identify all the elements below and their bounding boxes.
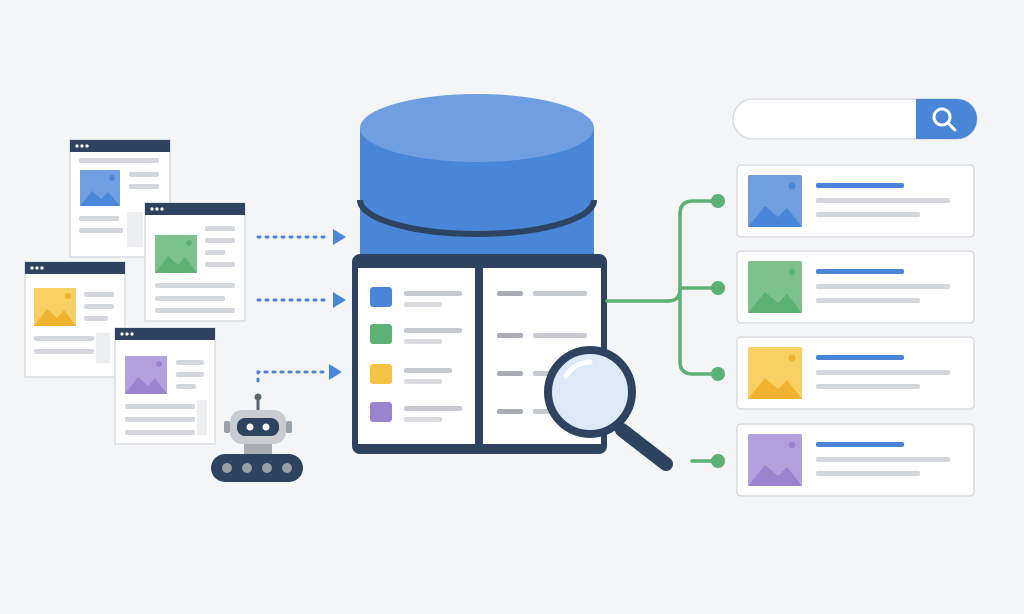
index-right-page-lines (497, 291, 587, 414)
robot-crawler-icon (211, 393, 303, 482)
open-book-index-icon (352, 254, 607, 454)
result-card-purple[interactable] (736, 423, 975, 497)
result-card-green[interactable] (736, 250, 975, 324)
webpage-card-yellow (24, 261, 126, 378)
result-card-blue[interactable] (736, 164, 975, 238)
image-thumbnail-icon (125, 356, 167, 394)
search-bar[interactable] (732, 98, 978, 140)
webpage-card-green (144, 202, 246, 322)
crawl-arrow-2 (256, 292, 346, 308)
image-thumbnail-icon (748, 261, 802, 313)
webpage-card-blue (69, 139, 171, 258)
webpage-card-purple (114, 327, 216, 445)
index-entry-green (370, 324, 462, 344)
image-thumbnail-icon (748, 175, 802, 227)
image-thumbnail-icon (748, 434, 802, 486)
image-thumbnail-icon (748, 347, 802, 399)
image-thumbnail-icon (155, 235, 197, 273)
image-thumbnail-icon (80, 170, 120, 206)
image-thumbnail-icon (34, 288, 76, 326)
crawl-arrow-3 (256, 364, 342, 383)
result-card-yellow[interactable] (736, 336, 975, 410)
index-entry-purple (370, 402, 462, 422)
crawl-arrow-1 (256, 229, 346, 245)
search-icon (932, 107, 957, 132)
index-entry-blue (370, 287, 462, 307)
magnifying-glass-icon (544, 346, 673, 471)
index-entry-yellow (370, 364, 452, 384)
connector-nodes (711, 194, 725, 468)
search-button[interactable] (916, 99, 977, 139)
